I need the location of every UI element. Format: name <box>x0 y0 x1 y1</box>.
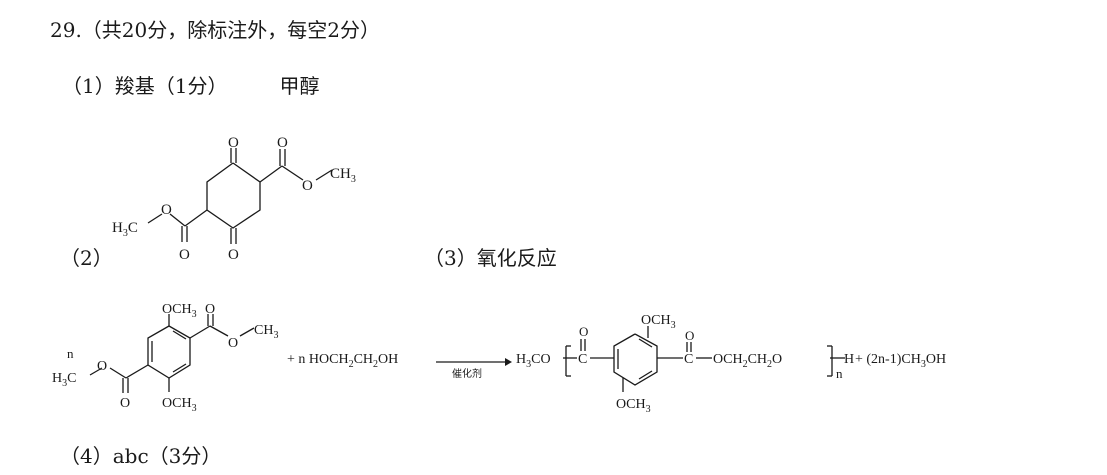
answer-4: （4）abc（3分） <box>60 440 221 469</box>
reactant-och3-top: OCH3 <box>162 302 197 320</box>
atom-o-carbonyl-top: O <box>277 135 288 151</box>
atom-o-ring-bottom: O <box>228 247 239 263</box>
answer-3-text: 氧化反应 <box>476 246 557 270</box>
reactant-o-carbonyl-top: O <box>205 302 215 317</box>
answer-2-label: （2） <box>60 246 113 270</box>
byproduct-text: + (2n-1)CH3OH <box>855 352 946 370</box>
answer-1: （1）羧基（1分） 甲醇 <box>62 70 319 99</box>
reactant-ch3-top: CH3 <box>254 323 278 341</box>
answer-3: （3）氧化反应 <box>424 242 557 271</box>
reactant-structure: n OCH3 O O CH3 H3C O O OCH3 <box>52 302 278 414</box>
atom-o-carbonyl-bottom: O <box>179 247 190 263</box>
reagent-text: + n HOCH2CH2OH <box>287 352 398 370</box>
question-title: 29.（共20分，除标注外，每空2分） <box>50 18 380 42</box>
atom-o-ester-left: O <box>161 202 172 218</box>
reactant-och3-bottom: OCH3 <box>162 396 197 414</box>
reactant-o-ester-top: O <box>228 336 238 351</box>
product-o-left: O <box>579 324 588 339</box>
product-o-right: O <box>685 328 694 343</box>
atom-h3c-left: H3C <box>112 220 138 239</box>
product-c-left: C <box>578 352 587 367</box>
n-coefficient: n <box>67 346 74 361</box>
product-c-right: C <box>684 352 693 367</box>
reactant-o-ester-left: O <box>97 359 107 374</box>
answer-4-label: （4） <box>60 444 113 468</box>
answer-3-label: （3） <box>424 246 477 270</box>
reaction-arrow <box>436 358 512 366</box>
answer-4-text: abc（3分） <box>112 444 222 468</box>
product-h3co: H3CO <box>516 352 551 370</box>
answer-1-part2: 甲醇 <box>279 74 320 98</box>
product-och3-bottom: OCH3 <box>616 397 651 415</box>
answer-1-part1: 羧基（1分） <box>114 74 228 98</box>
product-h: H <box>844 352 854 367</box>
product-chain: OCH2CH2O <box>713 352 782 370</box>
product-structure: H3CO O C OCH3 OCH3 O C OCH2CH2O <box>516 313 854 415</box>
product-och3-top: OCH3 <box>641 313 676 331</box>
atom-o-ring-top: O <box>228 135 239 151</box>
catalyst-label: 催化剂 <box>452 367 482 380</box>
atom-o-ester-top: O <box>302 178 313 194</box>
product-n: n <box>836 366 843 381</box>
atom-ch3-top: CH3 <box>330 166 356 185</box>
reactant-o-carbonyl-bottom: O <box>120 396 130 411</box>
reactant-h3c: H3C <box>52 371 76 389</box>
answer-1-label: （1） <box>62 74 115 98</box>
